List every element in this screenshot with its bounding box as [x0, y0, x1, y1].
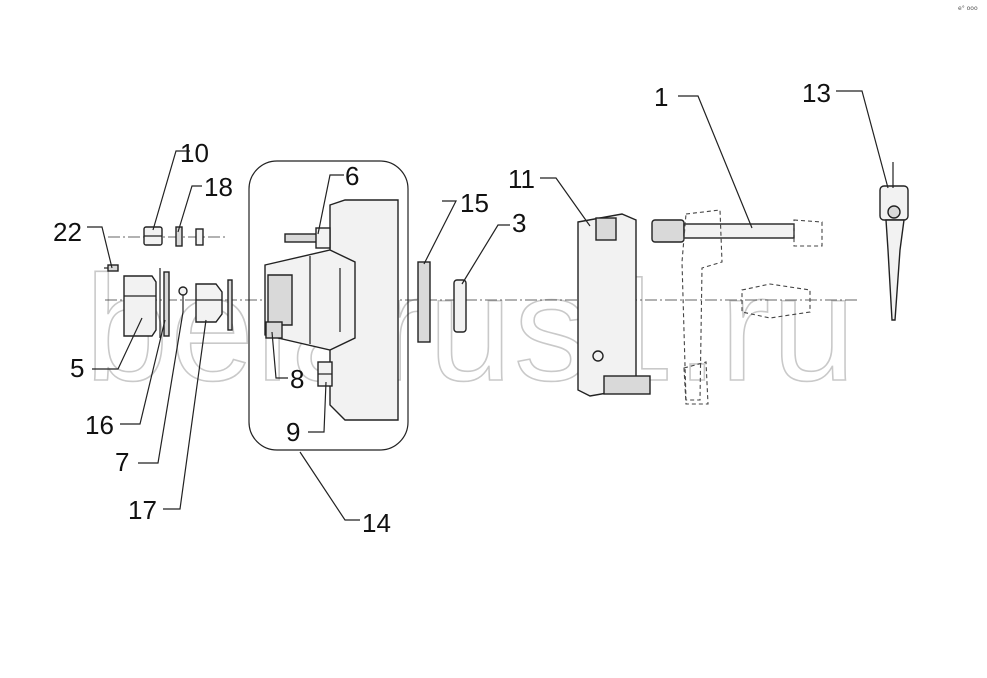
part-1-pin [651, 209, 823, 405]
corner-mark: e° ooo [958, 5, 978, 12]
part-17-castle-nut [195, 279, 233, 331]
callout-13: 13 [802, 78, 831, 108]
part-10-nut [143, 226, 163, 246]
callout-9: 9 [286, 417, 300, 447]
callout-labels: 1 3 5 6 7 8 9 10 11 13 14 15 16 17 18 22 [53, 78, 831, 538]
callout-22: 22 [53, 217, 82, 247]
callout-11: 11 [508, 164, 535, 194]
callout-1: 1 [654, 82, 668, 112]
part-3-bushing [453, 279, 467, 333]
callout-15: 15 [460, 188, 489, 218]
callout-17: 17 [128, 495, 157, 525]
hub-assembly-14 [248, 160, 409, 451]
callout-10: 10 [180, 138, 209, 168]
part-11-bracket [577, 213, 651, 397]
callout-14: 14 [362, 508, 391, 538]
callout-16: 16 [85, 410, 114, 440]
part-5-cap [123, 268, 161, 338]
callout-18: 18 [204, 172, 233, 202]
callout-6: 6 [345, 161, 359, 191]
callout-5: 5 [70, 353, 84, 383]
leader-lines [87, 90, 889, 521]
part-15-seal-plate [417, 261, 431, 343]
callout-3: 3 [512, 208, 526, 238]
part-13-rod-end [879, 162, 909, 321]
part-22-bolt [104, 264, 119, 272]
part-7-cotter-pin [178, 286, 188, 312]
callout-8: 8 [290, 364, 304, 394]
group-frame-14 [248, 160, 409, 451]
part-16-gasket [163, 271, 170, 337]
callout-7: 7 [115, 447, 129, 477]
